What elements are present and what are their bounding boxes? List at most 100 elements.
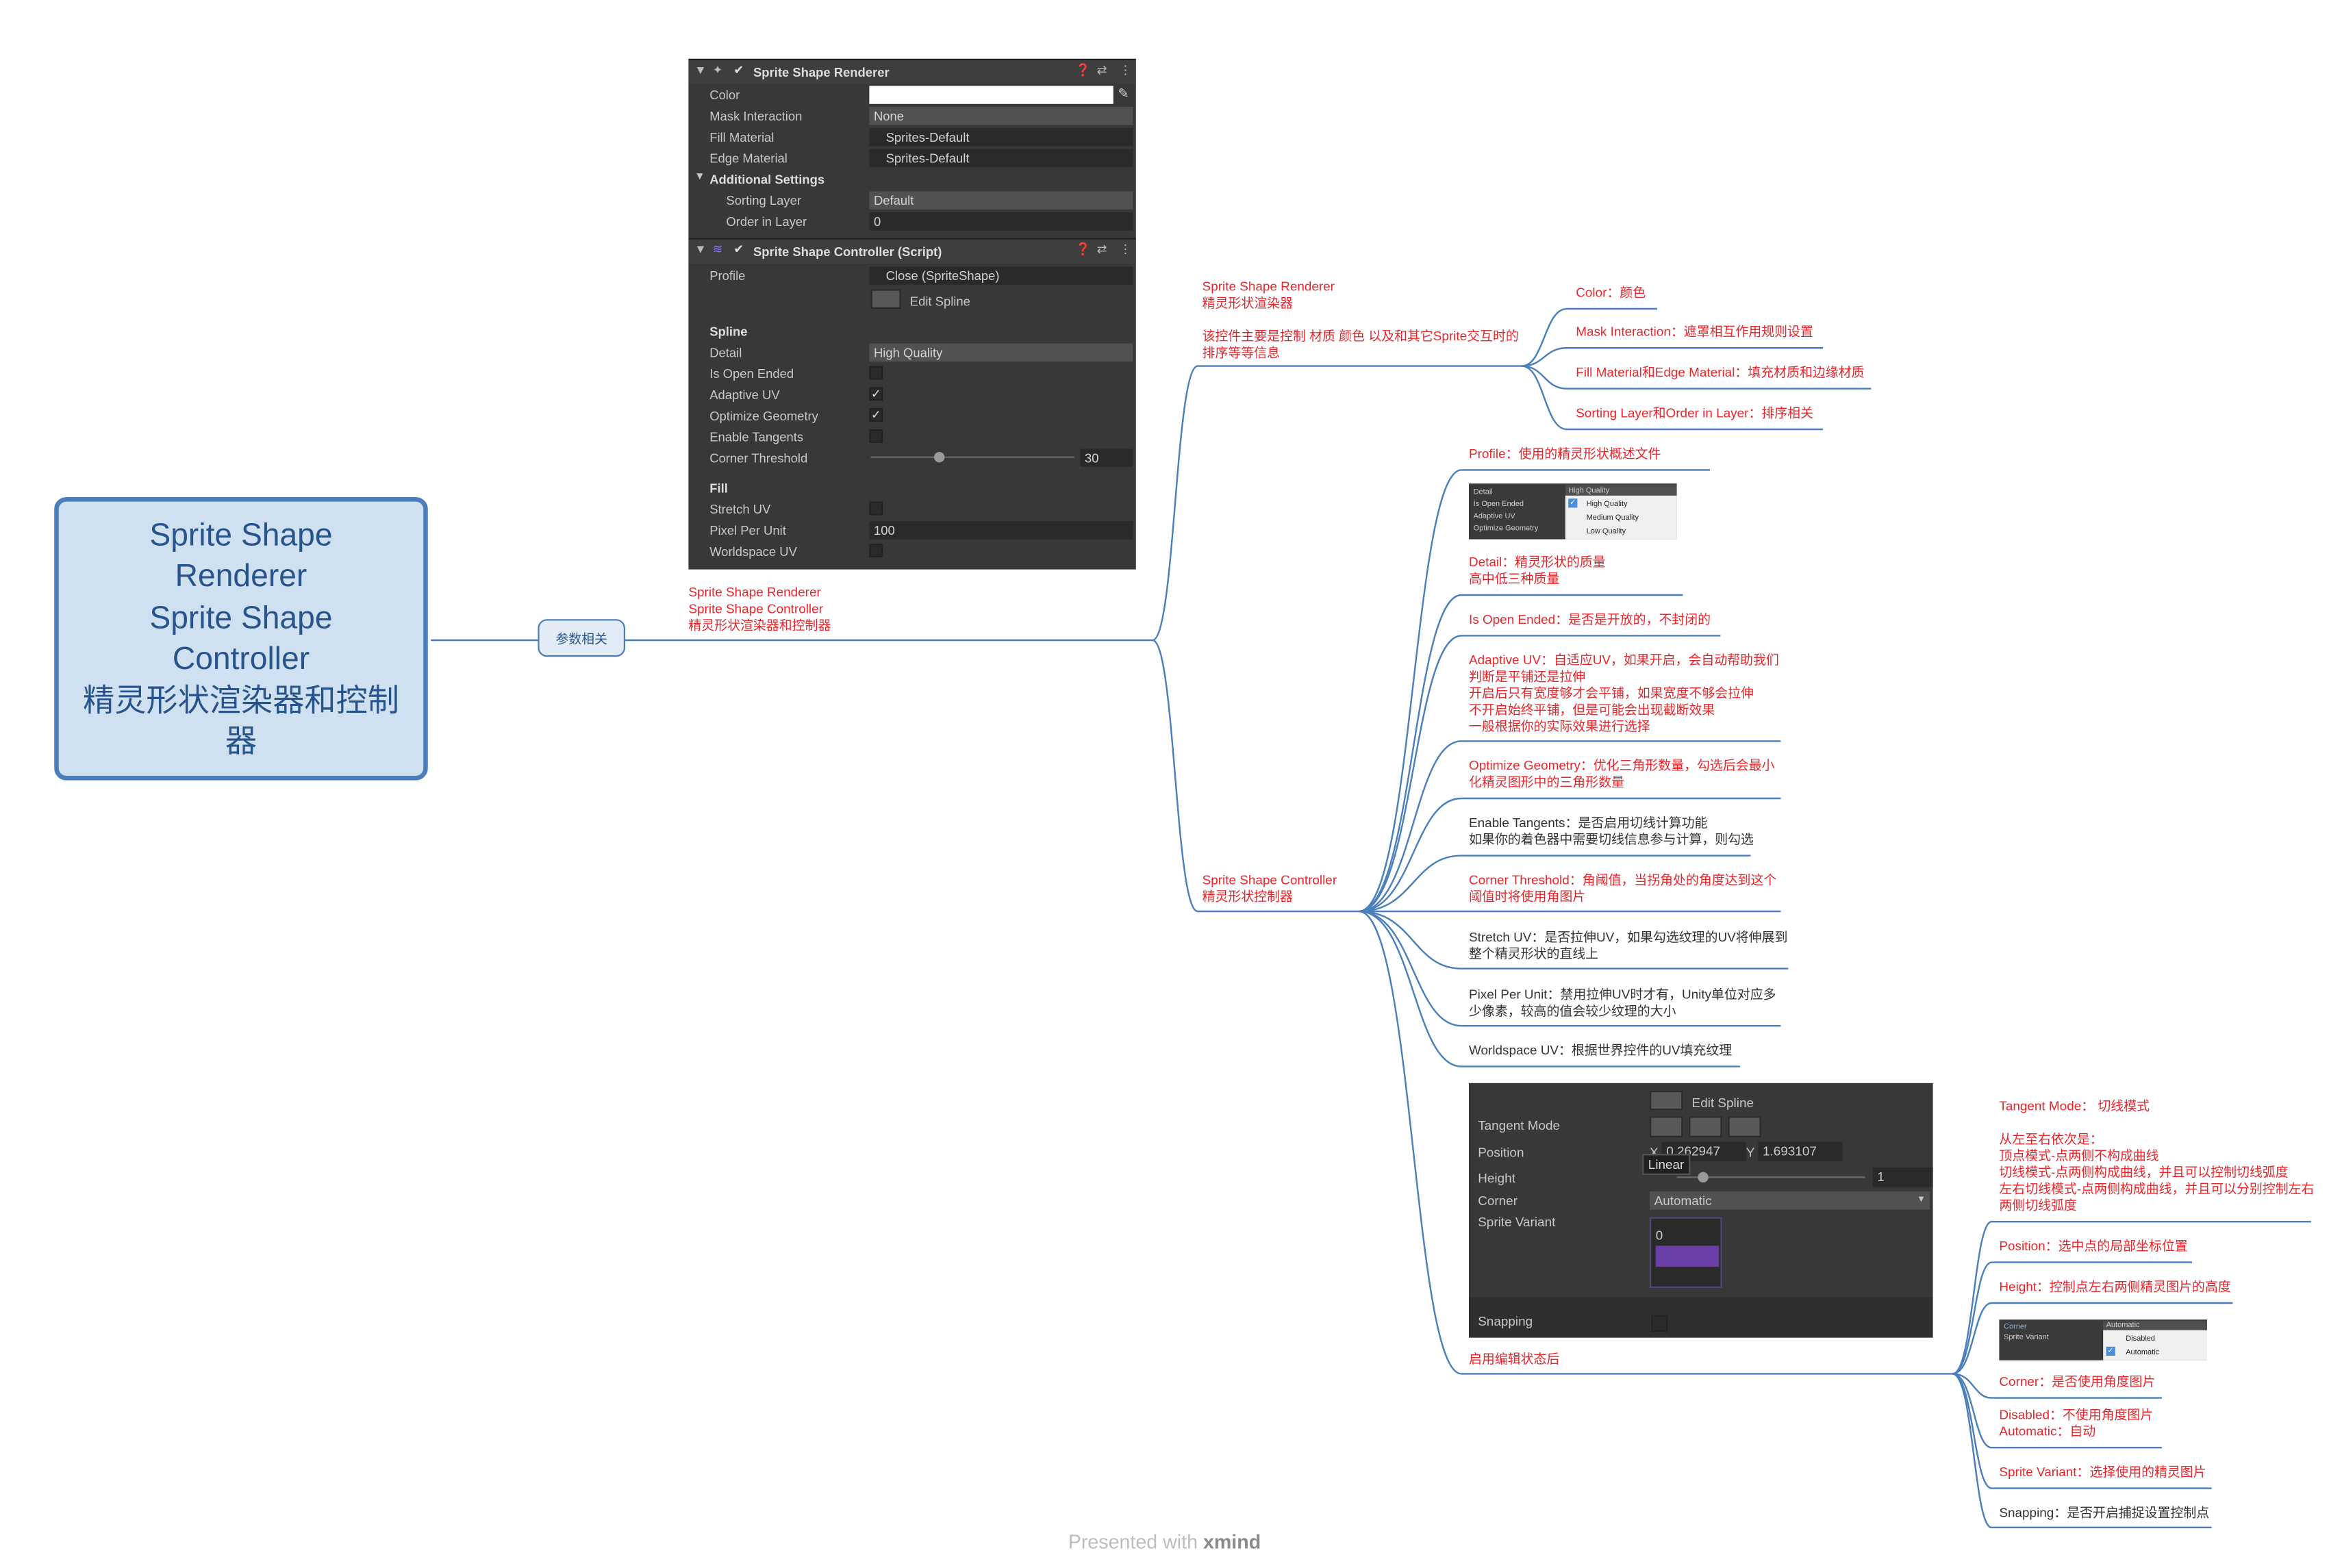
controller-child-detail[interactable]: Detail：精灵形状的质量 高中低三种质量 (1469, 555, 1606, 587)
controller-child-corner-threshold[interactable]: Corner Threshold：角阈值，当拐角处的角度达到这个 阈值时将使用角… (1469, 872, 1776, 905)
detail-dropdown[interactable]: High Quality (869, 343, 1133, 362)
controller-child-worldspace[interactable]: Worldspace UV：根据世界控件的UV填充纹理 (1469, 1042, 1732, 1059)
additional-settings-row[interactable]: ▼ Additional Settings (688, 168, 1135, 190)
renderer-child-mask[interactable]: Mask Interaction：遮罩相互作用规则设置 (1576, 324, 1813, 340)
edit-child-height[interactable]: Height：控制点左右两侧精灵图片的高度 (1999, 1279, 2230, 1295)
inspector-screenshot: ▼ ✦ ✔ Sprite Shape Renderer ❓ ⇄ ⋮ Color … (688, 58, 1136, 570)
topic-line: 精灵形状控制器 (1202, 889, 1293, 904)
root-line: Sprite Shape (149, 600, 333, 635)
mini-label: Is Open Ended (1473, 500, 1524, 509)
help-icon[interactable]: ❓ (1075, 242, 1091, 256)
color-label: Color (709, 87, 740, 103)
edit-child-snapping[interactable]: Snapping：是否开启捕捉设置控制点 (1999, 1505, 2209, 1521)
ppu-label: Pixel Per Unit (709, 522, 786, 538)
sprite-variant-box[interactable]: 0 (1650, 1217, 1722, 1288)
corner-threshold-slider-track[interactable] (870, 456, 1074, 458)
tangent-broken-button[interactable] (1728, 1116, 1761, 1137)
renderer-component-header[interactable]: ▼ ✦ ✔ Sprite Shape Renderer ❓ ⇄ ⋮ (688, 58, 1136, 85)
corner-dropdown-value: Automatic (1654, 1193, 1712, 1209)
ppu-field[interactable]: 100 (869, 521, 1133, 540)
edit-spline-button[interactable] (1650, 1090, 1683, 1111)
tangent-continuous-button[interactable] (1689, 1116, 1722, 1137)
renderer-child-material[interactable]: Fill Material和Edge Material：填充材质和边缘材质 (1576, 364, 1864, 381)
corner-threshold-slider-handle[interactable] (934, 452, 945, 463)
topic-line: 两侧切线弧度 (1999, 1198, 2077, 1213)
preset-icon[interactable]: ⇄ (1096, 63, 1107, 77)
mini-dropdown-header-text: Automatic (2106, 1321, 2140, 1330)
edit-child-tangent[interactable]: Tangent Mode： 切线模式 从左至右依次是： 顶点模式-点两侧不构成曲… (1999, 1098, 2314, 1214)
controller-child-optimize[interactable]: Optimize Geometry：优化三角形数量，勾选后会最小 化精灵图形中的… (1469, 758, 1774, 791)
more-icon[interactable]: ⋮ (1119, 242, 1132, 256)
mini-label: Sprite Variant (2004, 1333, 2049, 1343)
branch-main-topic[interactable]: Sprite Shape Renderer Sprite Shape Contr… (688, 585, 831, 635)
renderer-child-sorting[interactable]: Sorting Layer和Order in Layer：排序相关 (1576, 405, 1813, 422)
worldspace-checkbox[interactable] (869, 544, 883, 557)
tangents-checkbox[interactable] (869, 429, 883, 443)
edit-spline-button[interactable] (870, 289, 901, 309)
controller-child-edit-state[interactable]: 启用编辑状态后 (1469, 1351, 1559, 1367)
topic-line (1203, 312, 1519, 328)
sorting-layer-dropdown[interactable]: Default (869, 191, 1133, 210)
controller-child-ppu[interactable]: Pixel Per Unit：禁用拉伸UV时才有，Unity单位对应多 少像素，… (1469, 987, 1776, 1020)
watermark-prefix: Presented with (1068, 1530, 1203, 1554)
corner-label: Corner (1478, 1193, 1518, 1209)
controller-topic[interactable]: Sprite Shape Controller 精灵形状控制器 (1203, 872, 1337, 905)
mini-label: Corner (2004, 1322, 2027, 1332)
edge-material-field[interactable]: Sprites-Default (869, 149, 1133, 168)
subtopic-params[interactable]: 参数相关 (538, 619, 625, 657)
corner-threshold-field[interactable]: 30 (1080, 448, 1133, 467)
height-field[interactable]: 1 (1872, 1167, 1933, 1187)
edit-child-disabled[interactable]: Disabled：不使用角度图片 Automatic：自动 (1999, 1407, 2153, 1440)
fill-material-field[interactable]: Sprites-Default (869, 128, 1133, 147)
foldout-arrow-icon[interactable]: ▼ (694, 171, 705, 183)
eyedropper-icon[interactable]: ✎ (1118, 86, 1130, 101)
height-slider-track[interactable] (1676, 1176, 1865, 1178)
open-ended-checkbox[interactable] (869, 366, 883, 380)
help-icon[interactable]: ❓ (1075, 63, 1091, 77)
order-field[interactable]: 0 (869, 212, 1133, 231)
color-field[interactable] (869, 86, 1113, 104)
mask-dropdown[interactable]: None (869, 107, 1133, 125)
enabled-checkbox-icon[interactable]: ✔ (733, 63, 744, 77)
height-slider-handle[interactable] (1698, 1172, 1709, 1183)
edit-child-position[interactable]: Position：选中点的局部坐标位置 (1999, 1238, 2187, 1254)
controller-child-open-ended[interactable]: Is Open Ended：是否是开放的，不封闭的 (1469, 611, 1711, 628)
controller-child-adaptive-uv[interactable]: Adaptive UV：自适应UV，如果开启，会自动帮助我们 判断是平铺还是拉伸… (1469, 653, 1779, 735)
root-line: 器 (225, 724, 257, 759)
more-icon[interactable]: ⋮ (1119, 63, 1132, 77)
edit-child-corner[interactable]: Corner：是否使用角度图片 (1999, 1374, 2155, 1390)
profile-row: Profile Close (SpriteShape) (688, 265, 1135, 286)
controller-component-header[interactable]: ▼ ≋ ✔ Sprite Shape Controller (Script) ❓… (688, 238, 1136, 264)
stretch-uv-checkbox[interactable] (869, 501, 883, 516)
adaptive-uv-checkbox[interactable]: ✓ (869, 387, 883, 401)
mini-label: Optimize Geometry (1473, 524, 1539, 533)
position-y-field[interactable]: 1.693107 (1758, 1141, 1843, 1162)
preset-icon[interactable]: ⇄ (1096, 242, 1107, 256)
edit-child-sprite-variant[interactable]: Sprite Variant：选择使用的精灵图片 (1999, 1464, 2206, 1480)
fill-material-row: Fill Material Sprites-Default (688, 127, 1135, 148)
topic-line: Sprite Shape Controller (1202, 872, 1337, 887)
controller-child-stretch-uv[interactable]: Stretch UV：是否拉伸UV，如果勾选纹理的UV将伸展到 整个精灵形状的直… (1469, 929, 1787, 962)
foldout-arrow-icon[interactable]: ▼ (694, 242, 707, 256)
detail-row: Detail High Quality (688, 342, 1135, 363)
controller-child-profile[interactable]: Profile：使用的精灵形状概述文件 (1469, 446, 1661, 462)
tangent-linear-button[interactable] (1650, 1116, 1683, 1137)
stretch-uv-row: Stretch UV (688, 498, 1135, 520)
topic-line: 切线模式-点两侧构成曲线，并且可以控制切线弧度 (1999, 1164, 2289, 1180)
snapping-checkbox[interactable] (1651, 1315, 1668, 1332)
topic-line: 顶点模式-点两侧不构成曲线 (1999, 1148, 2159, 1163)
topic-line: 整个精灵形状的直线上 (1469, 946, 1599, 961)
renderer-topic[interactable]: Sprite Shape Renderer 精灵形状渲染器 该控件主要是控制 材… (1203, 279, 1519, 362)
topic-line: 启用编辑状态后 (1469, 1351, 1560, 1367)
corner-dropdown[interactable]: Automatic ▾ (1650, 1191, 1930, 1210)
mini-dropdown-option: Low Quality (1586, 527, 1626, 537)
optimize-checkbox[interactable]: ✓ (869, 408, 883, 422)
profile-field[interactable]: Close (SpriteShape) (869, 266, 1133, 285)
mini-dropdown-header-text: High Quality (1568, 486, 1610, 496)
enabled-checkbox-icon[interactable]: ✔ (733, 242, 744, 256)
root-topic[interactable]: Sprite Shape Renderer Sprite Shape Contr… (54, 497, 428, 781)
controller-child-tangents[interactable]: Enable Tangents：是否启用切线计算功能 如果你的着色器中需要切线信… (1469, 815, 1754, 848)
foldout-arrow-icon[interactable]: ▼ (694, 63, 707, 77)
renderer-child-color[interactable]: Color：颜色 (1576, 285, 1646, 301)
sprite-variant-label: Sprite Variant (1478, 1214, 1556, 1230)
